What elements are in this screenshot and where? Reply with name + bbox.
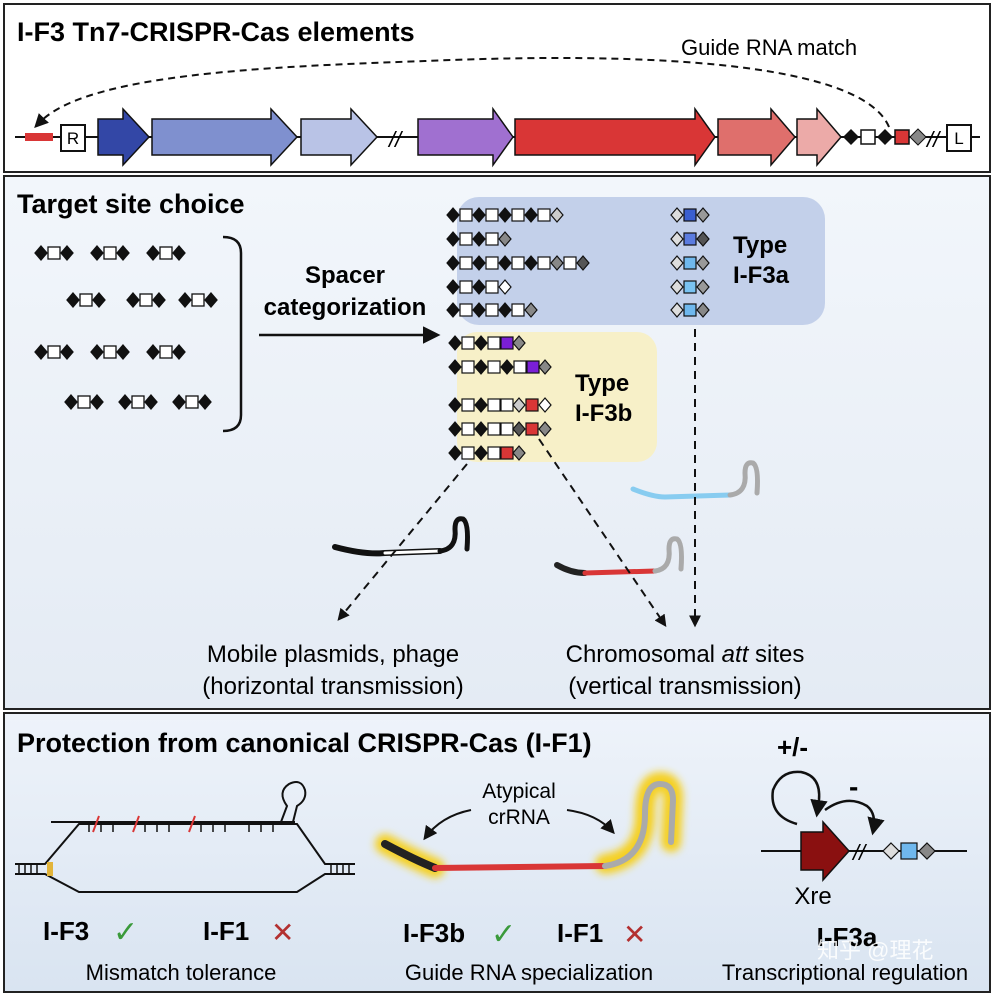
left-check-icon: ✓ [113,916,138,949]
protection-diagram: Protection from canonical CRISPR-Cas (I-… [15,728,968,985]
type-i-f3b-region [457,332,657,462]
mid-cross-icon: ✕ [623,919,646,950]
target-site-title: Target site choice [17,189,245,219]
gap-mark-2: // [925,127,941,152]
repeat-1 [843,129,859,145]
repeat-2 [877,129,893,145]
atypical-crrna [381,780,677,872]
atypical-label-line2: crRNA [488,806,550,829]
type-a-arrays [446,207,710,318]
right-if3a-label: I-F3a [817,922,878,952]
minus-label: - [849,771,858,802]
atypical-label-line1: Atypical [482,780,556,803]
guide-match-arc [34,57,890,129]
gap-mark-1: // [387,127,403,152]
transcriptional-caption: Transcriptional regulation [722,960,968,985]
watermark: 知乎 @理花 [817,938,933,963]
elements-title: I-F3 Tn7-CRISPR-Cas elements [17,17,415,47]
repression-arrow [824,799,885,836]
right-end-label: R [67,129,79,148]
atypical-arrow-right [566,809,615,835]
guide-rna-match-label: Guide RNA match [681,35,857,60]
unsorted-arrays [34,245,218,410]
mismatch-marks [92,815,196,833]
guide-specialization-caption: Guide RNA specialization [405,960,653,985]
xre-label: Xre [794,883,831,910]
arrow-b-to-chromosomal [538,438,667,627]
left-end-label: L [954,129,963,148]
gap-mark-3: // [851,840,867,865]
cas6-gene-arrow [796,106,842,168]
mobile-label-line1: Mobile plasmids, phage [207,641,459,668]
protection-title: Protection from canonical CRISPR-Cas (I-… [17,728,592,758]
guide-rna-white [332,516,470,557]
right-end-box [60,124,86,152]
type-i-f3a-region [457,197,825,325]
type-b-arrays [448,335,552,461]
mismatch-caption: Mismatch tolerance [86,960,277,985]
base-pair-ticks [18,822,350,874]
mobile-label-line2: (horizontal transmission) [202,673,463,700]
tnsA-gene-arrow [97,107,151,167]
left-cross-icon: ✕ [271,917,294,948]
type-a-line1: Type [733,232,787,259]
grouping-bracket [222,235,243,433]
spacer-label-line1: Spacer [305,262,385,289]
tnsB-gene-arrow [151,107,299,167]
tnsC-gene-arrow [300,107,379,167]
xre-repeat-1 [882,842,900,860]
panel-elements: I-F3 Tn7-CRISPR-Cas elements Guide RNA m… [3,3,991,173]
elements-diagram: I-F3 Tn7-CRISPR-Cas elements Guide RNA m… [15,17,980,168]
spacer-1 [860,129,876,145]
xre-repeat-2 [918,842,936,860]
matching-spacer [894,129,910,145]
chromosomal-label-line1: Chromosomal att sites [566,641,805,668]
xre-gene-arrow [800,820,851,882]
target-site-diagram: Target site choice Spacer categorization [17,189,825,700]
atypical-repeat [909,128,927,146]
spacer-label-line2: categorization [264,294,427,321]
pam-mark [47,862,53,876]
atypical-arrow-left [423,809,472,841]
left-if3-label: I-F3 [43,916,89,946]
arrow-to-mobile [337,463,468,621]
guide-rna-red [554,536,684,576]
type-b-line1: Type [575,370,629,397]
cas7-gene-arrow [717,106,796,168]
r-loop-mismatch-diagram [15,781,355,893]
plus-minus-label: +/- [777,732,808,762]
target-site [25,133,53,141]
panel-target-site-choice: Target site choice Spacer categorization [3,175,991,710]
type-b-line2: I-F3b [575,400,632,427]
chromosomal-label-line2: (vertical transmission) [568,673,801,700]
left-end-box [946,124,972,152]
type-a-line2: I-F3a [733,262,790,289]
mid-if1-label: I-F1 [557,918,603,948]
xre-spacer [900,842,918,860]
panel-protection: Protection from canonical CRISPR-Cas (I-… [3,712,991,993]
mid-check-icon: ✓ [491,918,516,951]
left-if1-label: I-F1 [203,916,249,946]
cas8-cas5-gene-arrow [514,106,716,168]
guide-rna-blue [630,460,760,500]
self-regulation-arrow [771,770,828,826]
tniQ-gene-arrow [417,106,514,168]
mid-if3b-label: I-F3b [403,918,465,948]
